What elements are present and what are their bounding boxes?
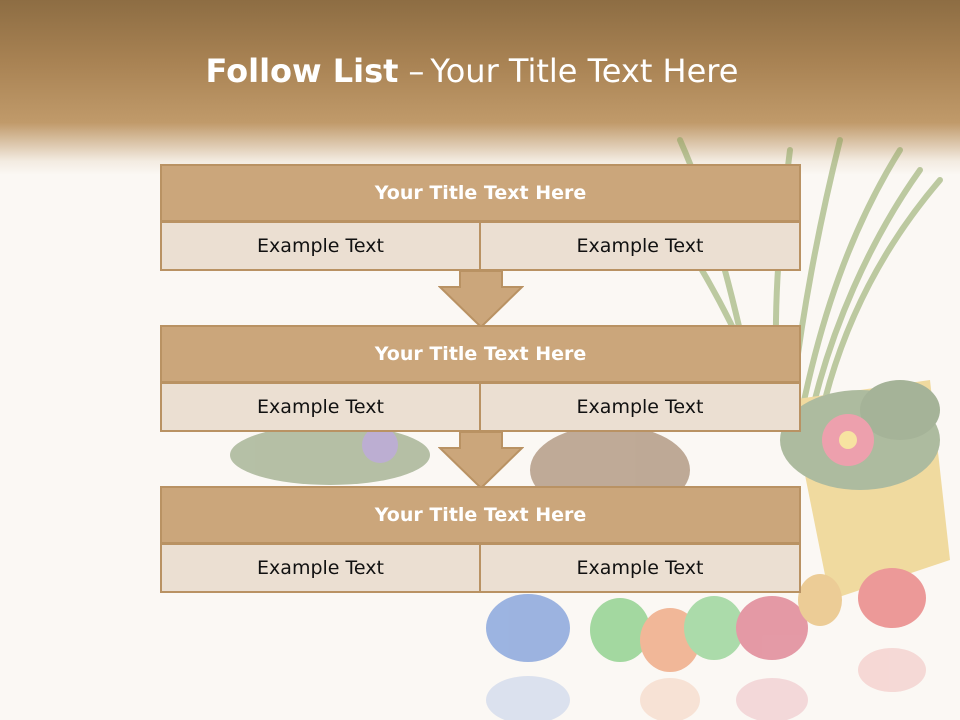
block-cell-left: Example Text bbox=[160, 382, 481, 432]
slide-title-dash: – bbox=[408, 52, 425, 90]
block-cell-left: Example Text bbox=[160, 221, 481, 271]
slide-title-subtitle: Your Title Text Here bbox=[430, 52, 739, 90]
block-title: Your Title Text Here bbox=[160, 325, 801, 383]
block-cell-left: Example Text bbox=[160, 543, 481, 593]
header-band bbox=[0, 0, 960, 175]
block-cell-right: Example Text bbox=[479, 543, 801, 593]
down-arrow-icon bbox=[438, 431, 524, 490]
block-title: Your Title Text Here bbox=[160, 486, 801, 544]
list-block-2: Your Title Text Here Example Text Exampl… bbox=[160, 325, 801, 432]
slide-title-main: Follow List bbox=[205, 52, 399, 90]
block-cell-right: Example Text bbox=[479, 382, 801, 432]
block-title: Your Title Text Here bbox=[160, 164, 801, 222]
down-arrow-icon bbox=[438, 270, 524, 329]
list-block-1: Your Title Text Here Example Text Exampl… bbox=[160, 164, 801, 271]
block-cell-right: Example Text bbox=[479, 221, 801, 271]
slide-title: Follow List–Your Title Text Here bbox=[0, 52, 944, 90]
list-block-3: Your Title Text Here Example Text Exampl… bbox=[160, 486, 801, 593]
